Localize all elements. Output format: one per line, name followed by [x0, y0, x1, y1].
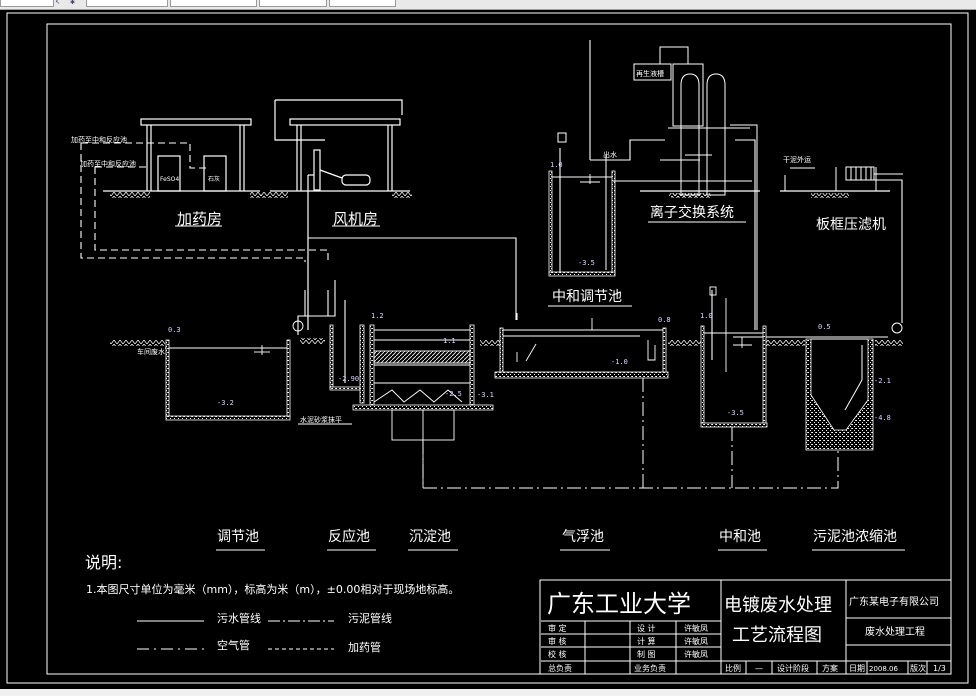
- elev-sludge-bottom: -4.8: [874, 414, 891, 422]
- status-bar: [0, 689, 976, 696]
- tb-stage-value: 方案: [822, 663, 838, 673]
- tb-version-label: 版次: [910, 663, 926, 673]
- tb-role-business: 业务负责: [634, 663, 666, 673]
- tb-date-value: 2008.06: [869, 665, 898, 673]
- toolbar: ↖ ✱: [0, 0, 976, 10]
- elev-sludge-top: 0.5: [818, 323, 831, 331]
- tb-role-design: 设 计: [637, 623, 656, 633]
- legend-sewage: 污水管线: [217, 611, 261, 625]
- elev-neutral-top: 1.0: [700, 312, 713, 320]
- ion-exchange-label: 离子交换系统: [650, 204, 734, 221]
- blower-room-label: 风机房: [333, 210, 378, 228]
- elev-sed-water: 1.1: [443, 337, 456, 345]
- notes-heading: 说明:: [85, 553, 122, 572]
- tank-name-neutralization: 中和池: [719, 529, 761, 545]
- tb-role-calc: 计 算: [637, 636, 656, 646]
- elev-neutral-bottom: -3.5: [727, 409, 744, 417]
- elev-neutral-adj-bottom: -3.5: [578, 259, 595, 267]
- legend-dosing: 加药管: [348, 640, 381, 654]
- outer-frame: [6, 12, 969, 684]
- elev-float-bottom: -1.0: [611, 358, 628, 366]
- dosing-line-label-2: 加药至中和反应池: [80, 159, 136, 168]
- inner-frame: [46, 23, 952, 675]
- outlet-water-label: 出水: [603, 150, 617, 159]
- drawing-title-1: 电镀废水处理: [724, 595, 832, 616]
- school-name: 广东工业大学: [547, 590, 691, 618]
- pointer-tool-icon[interactable]: ↖: [55, 0, 61, 6]
- neutral-adjust-tank-label: 中和调节池: [552, 289, 622, 305]
- project-name: 废水处理工程: [865, 625, 925, 638]
- feso4-label: FeSO4: [160, 176, 179, 183]
- tb-role-review: 审 核: [548, 636, 567, 646]
- tb-stage-label: 设计阶段: [777, 663, 809, 673]
- dosing-line-label-1: 加药至中和反应池: [71, 135, 127, 144]
- elev-react-bottom: -2.90: [338, 375, 359, 383]
- tb-date-label: 日期: [849, 664, 865, 673]
- tb-name-calc: 许敏凤: [684, 636, 708, 646]
- title-block: [539, 579, 952, 675]
- company-name: 广东某电子有限公司: [849, 595, 939, 608]
- workshop-wastewater-label: 车间废水: [137, 347, 165, 356]
- elev-neutral-adj-top: 1.0: [550, 161, 563, 169]
- tank-name-sludge: 污泥池浓缩池: [813, 529, 897, 545]
- tb-name-design: 许敏凤: [684, 623, 708, 633]
- tb-role-check: 校 核: [548, 649, 567, 659]
- tank-name-flotation: 气浮池: [562, 529, 604, 545]
- tank-name-sedimentation: 沉淀池: [409, 529, 451, 545]
- elev-float-top: 0.8: [658, 316, 671, 324]
- cad-drawing-canvas[interactable]: 加药房 风机房 离子交换系统 板框压滤机 中和调节池 加药至中和反应池 加药至中…: [0, 10, 976, 689]
- toolbar-field[interactable]: [259, 0, 327, 7]
- elev-adj-bottom: -3.2: [217, 399, 234, 407]
- regen-tank-label: 再生液槽: [636, 69, 664, 78]
- elev-sed-base: -3.1: [477, 391, 494, 399]
- mortar-label: 水泥砂浆抹平: [300, 415, 342, 424]
- elev-adj-top: 0.3: [168, 326, 181, 334]
- toolbar-field[interactable]: [170, 0, 257, 7]
- drawing-title-2: 工艺流程图: [732, 625, 822, 646]
- tank-name-reaction: 反应池: [328, 528, 370, 545]
- tb-role-approve: 审 定: [548, 623, 567, 633]
- elev-sed-top: 1.2: [371, 312, 384, 320]
- tank-name-regulating: 调节池: [217, 529, 259, 545]
- tb-scale-label: 比例: [725, 663, 741, 673]
- lime-label: 石灰: [208, 175, 220, 183]
- toolbar-field[interactable]: [86, 0, 168, 7]
- notes-line-1: 1.本图尺寸单位为毫米（mm），标高为米（m），±0.00相对于现场地标高。: [86, 582, 459, 596]
- tb-scale-value: —: [755, 664, 763, 673]
- legend-air: 空气管: [217, 638, 250, 652]
- settings-icon[interactable]: ✱: [70, 0, 76, 6]
- dry-sludge-label: 干泥外运: [783, 155, 811, 164]
- dosing-room-label: 加药房: [177, 210, 222, 228]
- tb-role-chief: 总负责: [548, 663, 572, 673]
- process-flow-drawing: 加药房 风机房 离子交换系统 板框压滤机 中和调节池 加药至中和反应池 加药至中…: [6, 12, 969, 684]
- toolbar-field[interactable]: [329, 0, 396, 7]
- elev-sed-bottom: -2.5: [445, 390, 462, 398]
- tb-name-draw: 许敏凤: [684, 649, 708, 659]
- toolbar-field[interactable]: [0, 0, 54, 7]
- legend-sludge: 污泥管线: [348, 611, 392, 625]
- elev-sludge-mid: -2.1: [874, 377, 891, 385]
- tb-sheet: 1/3: [933, 664, 946, 673]
- tb-role-draw: 制 图: [637, 649, 656, 659]
- filter-press-label: 板框压滤机: [816, 217, 886, 233]
